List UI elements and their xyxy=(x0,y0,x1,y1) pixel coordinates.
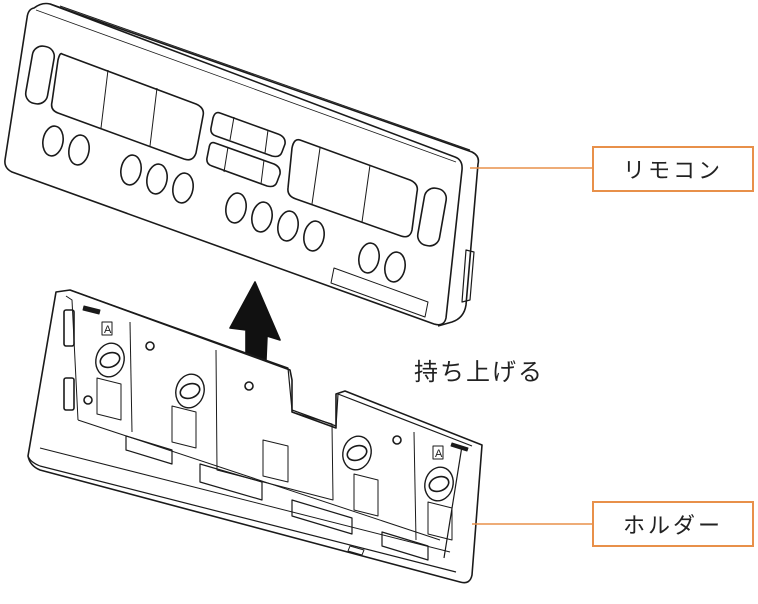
lift-arrow xyxy=(229,281,281,385)
holder-small-hole xyxy=(83,395,93,405)
remote-button xyxy=(68,134,90,166)
holder-side-clip xyxy=(63,309,75,347)
mount-hole xyxy=(424,466,454,502)
remote-button xyxy=(303,220,325,252)
holder xyxy=(27,289,483,584)
mount-hole xyxy=(175,373,205,409)
remote-center-bottom-display xyxy=(206,141,281,188)
holder-slot xyxy=(82,305,101,315)
holder-small-hole xyxy=(145,341,155,351)
remote-button xyxy=(120,154,142,186)
holder-slot xyxy=(450,442,469,452)
mount-hole xyxy=(99,351,121,369)
remote-left-display xyxy=(50,52,205,161)
remote-left-tall-button xyxy=(24,45,56,105)
remote-button xyxy=(251,201,273,233)
holder-mark-right: A xyxy=(435,448,443,460)
holder-callout: ホルダー xyxy=(592,501,754,547)
remote-face xyxy=(4,2,463,326)
remote-button xyxy=(146,163,168,195)
lift-instruction: 持ち上げる xyxy=(414,358,544,386)
holder-mount-holes xyxy=(95,342,454,502)
remote-button xyxy=(172,172,194,204)
remote-label-plate xyxy=(330,267,429,318)
remote-right-tall-button xyxy=(416,187,448,247)
holder-small-hole xyxy=(244,381,254,391)
mount-hole xyxy=(95,342,125,378)
remote-button xyxy=(225,192,247,224)
mount-hole xyxy=(342,435,372,471)
holder-tab xyxy=(347,545,365,556)
remote-buttons xyxy=(42,125,406,283)
remote-center-top-display xyxy=(210,111,286,158)
remote-control xyxy=(4,2,480,327)
remote-right-display xyxy=(287,138,419,238)
remote-button xyxy=(277,210,299,242)
remote-callout-label: リモコン xyxy=(622,159,723,184)
holder-side-clip xyxy=(63,377,75,411)
remote-button xyxy=(42,125,64,157)
remote-callout: リモコン xyxy=(592,146,754,192)
remote-button xyxy=(358,242,380,274)
mount-hole xyxy=(179,382,201,400)
holder-callout-label: ホルダー xyxy=(622,514,723,539)
holder-mark-left: A xyxy=(104,324,112,336)
mount-hole xyxy=(346,444,368,462)
holder-small-hole xyxy=(392,435,402,445)
mount-hole xyxy=(428,475,450,493)
remote-button xyxy=(384,251,406,283)
